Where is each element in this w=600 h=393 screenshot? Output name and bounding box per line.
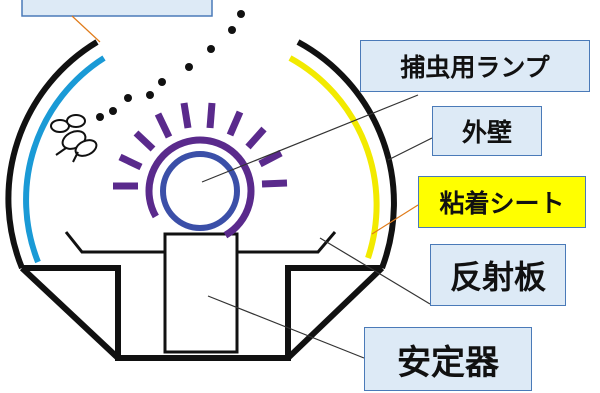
label-lamp: 捕虫用ランプ xyxy=(360,40,590,92)
label-sticky-sheet: 粘着シート xyxy=(418,176,586,228)
lamp-rays xyxy=(113,102,288,190)
path-dot xyxy=(158,78,166,86)
label-box-partial xyxy=(21,0,213,17)
path-dot xyxy=(146,91,154,99)
housing-outline-left xyxy=(5,39,99,270)
insect-wing xyxy=(66,114,86,128)
path-dot xyxy=(185,63,193,71)
path-dot xyxy=(237,10,245,18)
sticky-sheet-yellow xyxy=(288,55,380,259)
lamp-ray xyxy=(245,126,267,150)
reflector-plate xyxy=(64,231,165,254)
path-dot xyxy=(207,45,215,53)
sticky-sheet-blue xyxy=(23,55,106,264)
leader-line-reflector xyxy=(319,237,431,305)
lamp-ray xyxy=(118,153,143,171)
path-dot xyxy=(109,107,117,115)
insect-icon xyxy=(50,114,98,163)
leader-line-lamp xyxy=(201,94,419,183)
leader-line-outer-wall xyxy=(387,137,433,161)
lamp-ray xyxy=(133,130,156,152)
lamp-inner-ring xyxy=(160,151,240,231)
leader-line-sticky-sheet xyxy=(371,204,419,235)
lamp-ray xyxy=(226,110,244,137)
leader-line-top-left xyxy=(71,15,101,43)
lamp-ray xyxy=(258,149,283,168)
base-housing xyxy=(22,265,162,361)
base-left-diagonal xyxy=(19,265,121,361)
path-dot xyxy=(96,113,104,121)
label-outer-wall: 外壁 xyxy=(432,106,542,156)
leader-lines xyxy=(71,15,433,359)
label-ballast: 安定器 xyxy=(364,327,532,391)
path-dot xyxy=(124,94,132,102)
lamp-ray xyxy=(180,102,192,129)
lamp-ray xyxy=(261,179,288,188)
housing-outline-right xyxy=(296,39,397,270)
reflector-plate-right xyxy=(237,231,337,254)
ballast-box xyxy=(163,232,239,354)
insect-path-dots xyxy=(96,10,245,121)
insect-leg xyxy=(72,151,79,163)
base-right-diagonal xyxy=(285,265,385,361)
path-dot xyxy=(228,26,236,34)
label-reflector: 反射板 xyxy=(430,244,566,306)
insect-abdomen xyxy=(74,139,98,157)
leader-line-ballast xyxy=(207,295,365,359)
lamp-ray xyxy=(154,112,173,139)
base-housing-right xyxy=(240,265,382,361)
lamp-ray xyxy=(206,102,216,129)
insect-leg xyxy=(55,147,67,156)
